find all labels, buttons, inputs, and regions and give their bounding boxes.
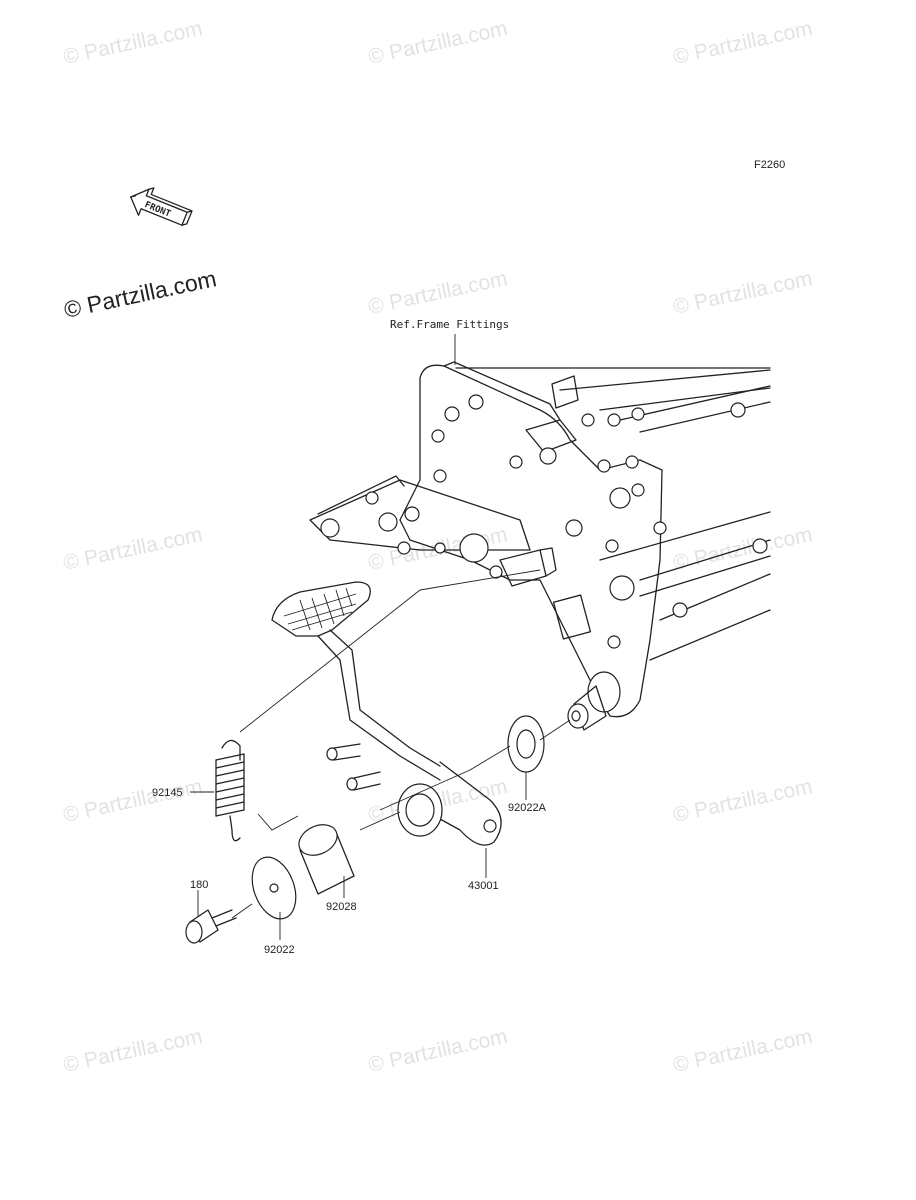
washer-92022a [507,715,545,773]
bolt-part [185,909,237,944]
front-label: FRONT [143,200,172,220]
spring-part [215,739,245,842]
part-label-92022a: 92022A [508,802,547,814]
watermark: © Partzilla.com [61,1025,204,1077]
washer-92022 [251,856,297,920]
watermark: © Partzilla.com [366,267,509,319]
watermark: © Partzilla.com [671,775,814,827]
watermark: © Partzilla.com [671,17,814,69]
ref-frame-label: Ref.Frame Fittings [390,318,509,331]
watermark: © Partzilla.com [671,267,814,319]
part-label-92028: 92028 [326,901,357,913]
watermark: © Partzilla.com [61,17,204,69]
figure-code: F2260 [754,159,785,171]
watermark: © Partzilla.com [61,775,204,827]
frame-fittings [309,361,771,731]
bushing-part [298,824,355,895]
front-arrow-icon: FRONT [130,187,193,226]
partzilla-watermark: © Partzilla.com [62,265,219,323]
watermark: © Partzilla.com [61,523,204,575]
part-label-92022: 92022 [264,944,295,956]
watermark: © Partzilla.com [366,17,509,69]
watermark: © Partzilla.com [366,1025,509,1077]
part-label-92145: 92145 [152,787,183,799]
watermark: © Partzilla.com [671,1025,814,1077]
part-label-43001: 43001 [468,880,499,892]
leader-lines [190,569,571,940]
part-label-180: 180 [190,879,208,891]
